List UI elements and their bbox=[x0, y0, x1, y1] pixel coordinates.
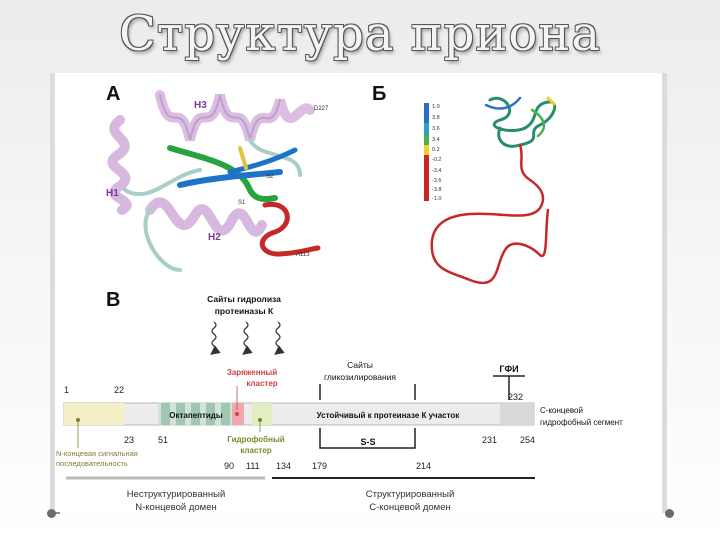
svg-text:1.0: 1.0 bbox=[432, 104, 440, 110]
num-134: 134 bbox=[276, 461, 291, 471]
n-terminus-label: A113 bbox=[296, 252, 310, 258]
pk-sites-label-2: протеиназы К bbox=[215, 306, 274, 316]
h3-label: H3 bbox=[194, 100, 207, 111]
num-232: 232 bbox=[508, 392, 523, 402]
unstructured-label-2: N-концевой домен bbox=[135, 502, 217, 513]
svg-text:3.8: 3.8 bbox=[432, 115, 440, 121]
flexibility-scale bbox=[424, 103, 429, 201]
svg-text:-0.2: -0.2 bbox=[432, 157, 441, 163]
ss-label: S-S bbox=[360, 437, 375, 447]
structured-label-1: Структурированный bbox=[366, 489, 455, 500]
protein-bar bbox=[63, 402, 535, 426]
charged-cluster-1: Заряженный bbox=[227, 368, 277, 377]
c-segment-label-2: гидрофобный сегмент bbox=[540, 418, 623, 427]
unstructured-label-1: Неструктурированный bbox=[127, 489, 226, 500]
left-edge-strip bbox=[50, 73, 55, 513]
panel-b-letter: Б bbox=[372, 83, 386, 105]
num-179: 179 bbox=[312, 461, 327, 471]
svg-text:-3.8: -3.8 bbox=[432, 187, 441, 193]
num-214: 214 bbox=[416, 461, 431, 471]
footer-dot-left bbox=[47, 509, 56, 518]
charged-cluster-marker bbox=[235, 412, 239, 416]
svg-text:3.6: 3.6 bbox=[432, 126, 440, 132]
hydrophobic-label-1: Гидрофобный bbox=[227, 435, 284, 444]
pk-cleavage-arrows bbox=[210, 321, 285, 355]
s1-label: S1 bbox=[238, 200, 246, 206]
num-23: 23 bbox=[124, 435, 134, 445]
num-1: 1 bbox=[64, 385, 69, 395]
svg-text:3.4: 3.4 bbox=[432, 137, 440, 143]
octapeptides-label: Октапептиды bbox=[169, 411, 223, 420]
right-edge-strip bbox=[662, 73, 667, 513]
panel-c-letter: В bbox=[106, 289, 120, 311]
ss-bracket bbox=[319, 384, 416, 449]
coloured-backbone bbox=[430, 96, 557, 285]
figure-panel bbox=[50, 73, 664, 513]
h2-label: H2 bbox=[208, 232, 221, 243]
footer-rule-left bbox=[52, 512, 60, 514]
c-segment-label-1: С-концевой bbox=[540, 406, 583, 415]
scale-labels: 1.0 3.8 3.6 3.4 0.2 -0.2 -3.4 -3.6 -3.8 … bbox=[432, 104, 441, 202]
num-51: 51 bbox=[158, 435, 168, 445]
hydrophobic-label-2: кластер bbox=[240, 446, 271, 455]
h1-label: H1 bbox=[106, 188, 119, 199]
svg-text:-3.4: -3.4 bbox=[432, 168, 441, 174]
num-22: 22 bbox=[114, 385, 124, 395]
svg-text:-3.6: -3.6 bbox=[432, 178, 441, 184]
num-111: 111 bbox=[246, 461, 260, 471]
charged-cluster-2: кластер bbox=[246, 379, 277, 388]
signal-label-1: N-концевая сигнальная bbox=[56, 449, 138, 458]
glyco-label-2: гликозилирования bbox=[324, 372, 396, 382]
num-90: 90 bbox=[224, 461, 234, 471]
num-254: 254 bbox=[520, 435, 535, 445]
footer-dot-right bbox=[665, 509, 674, 518]
structured-label-2: С-концевой домен bbox=[369, 502, 451, 513]
svg-text:0.2: 0.2 bbox=[432, 147, 440, 153]
signal-label-2: последовательность bbox=[56, 459, 128, 468]
num-231: 231 bbox=[482, 435, 497, 445]
slide-title: Структура приона bbox=[119, 6, 601, 62]
c-terminus-label: D227 bbox=[314, 106, 329, 112]
svg-text:-1.0: -1.0 bbox=[432, 196, 441, 202]
gpi-label: ГФИ bbox=[499, 364, 518, 374]
panel-a-letter: А bbox=[106, 83, 120, 105]
ribbon-structure bbox=[107, 90, 321, 272]
pk-sites-label-1: Сайты гидролиза bbox=[207, 294, 281, 304]
pk-resistant-label: Устойчивый к протеиназе К участок bbox=[317, 411, 461, 420]
s2-label: S2 bbox=[266, 174, 274, 180]
glyco-label-1: Сайты bbox=[347, 360, 373, 370]
